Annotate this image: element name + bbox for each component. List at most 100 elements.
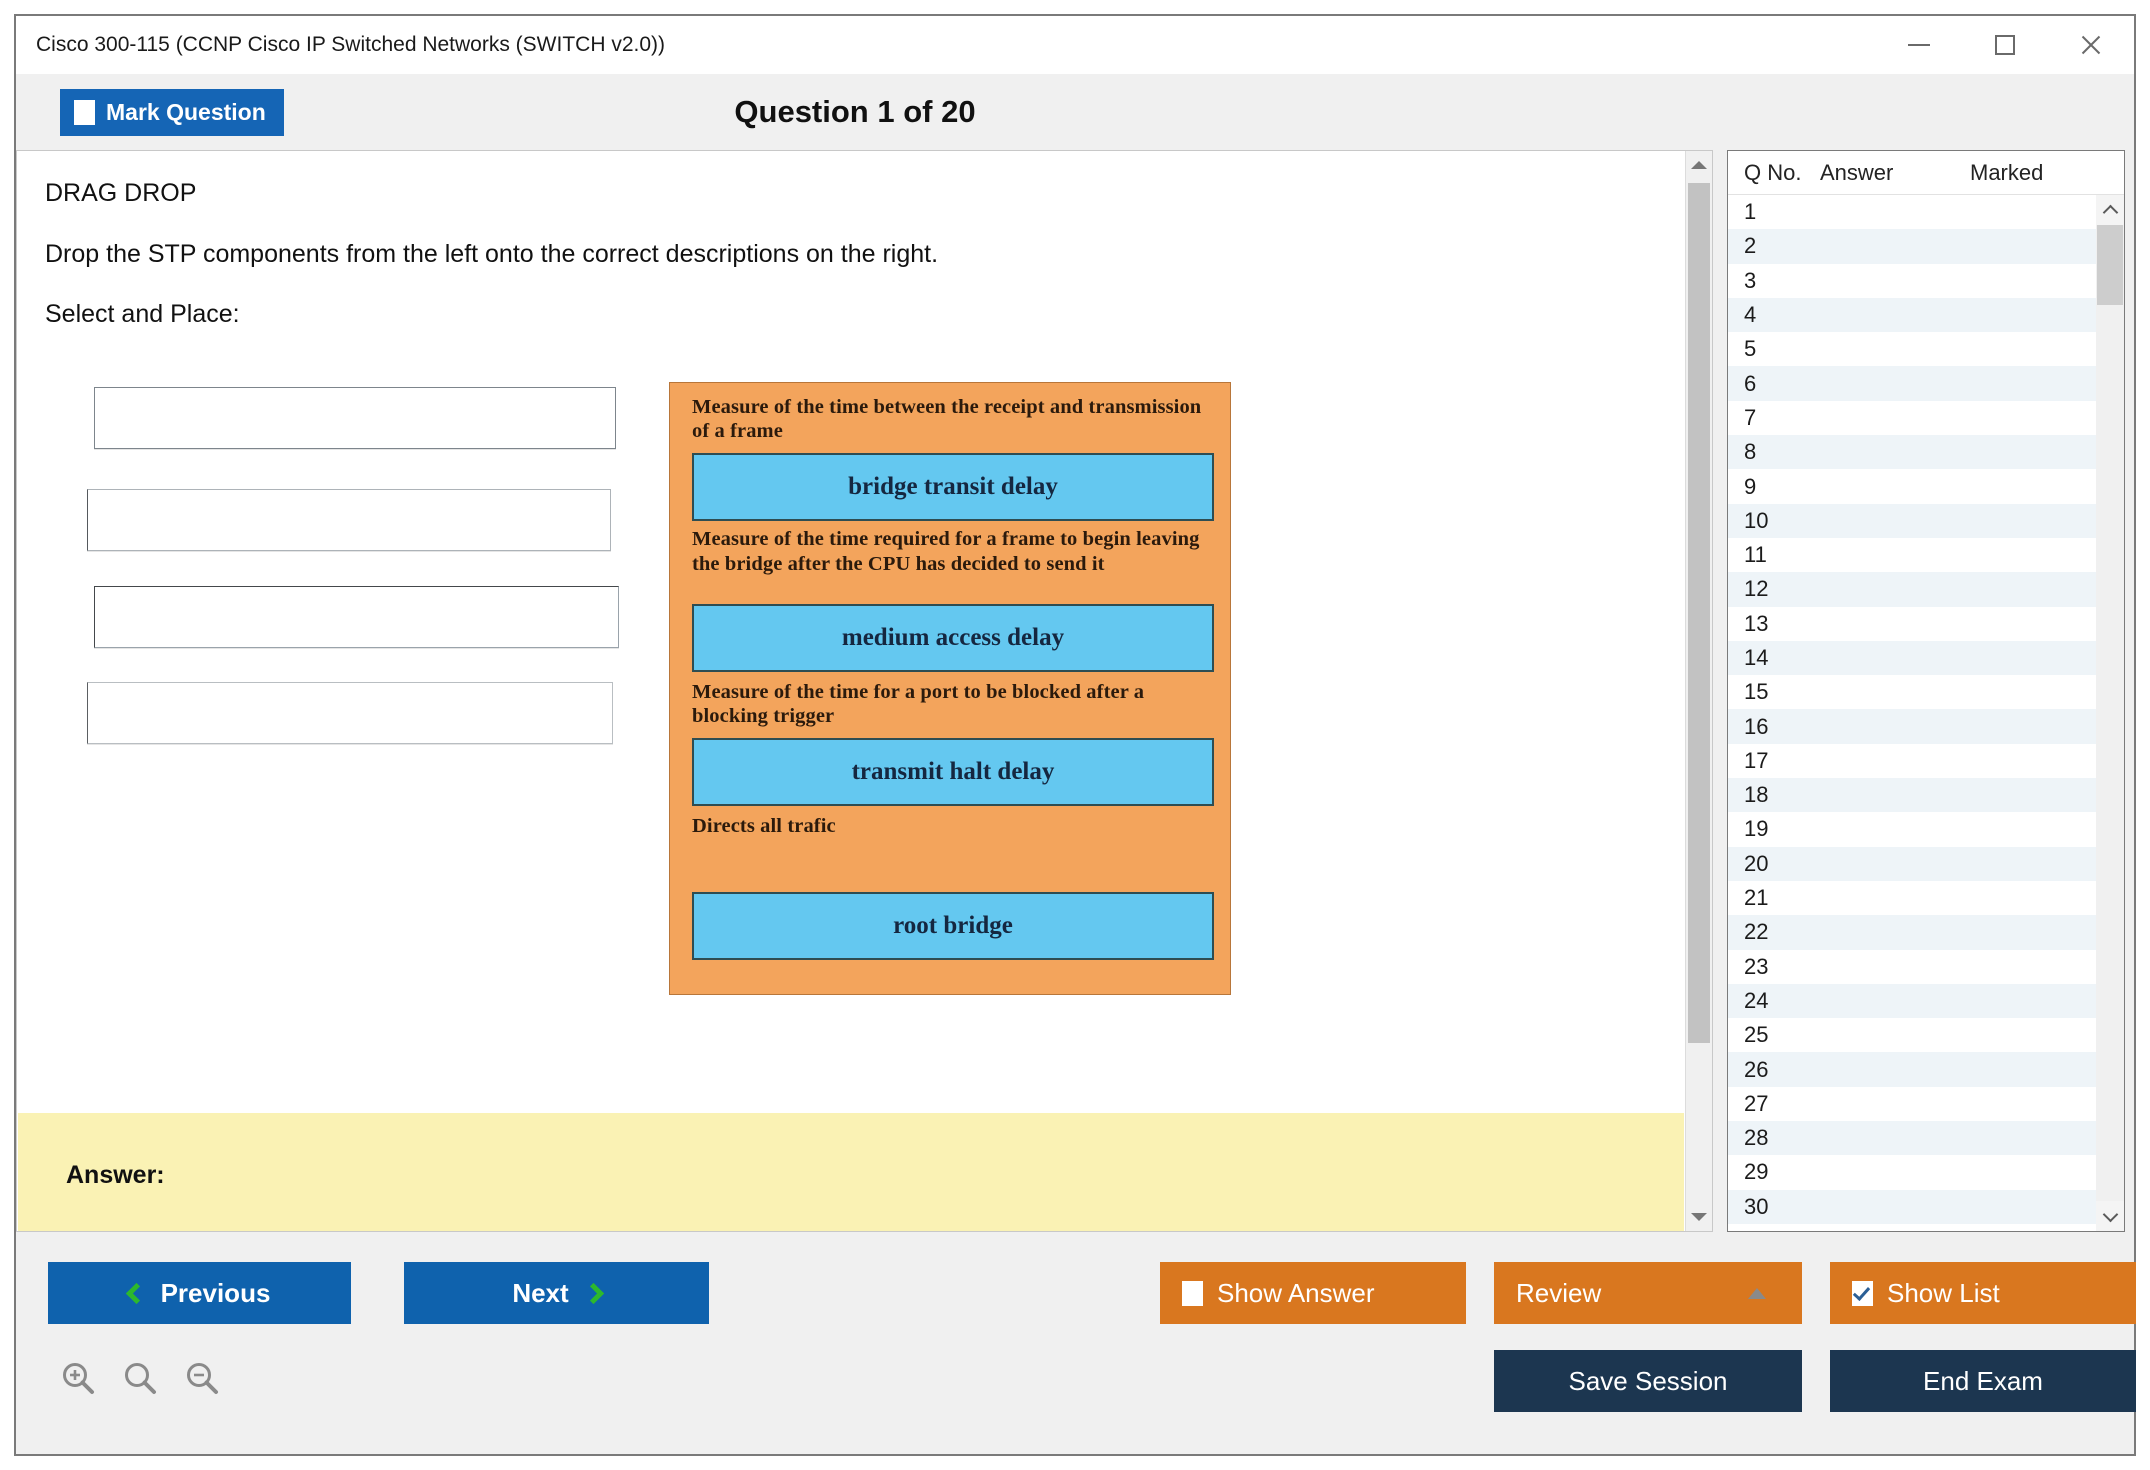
review-label: Review <box>1516 1278 1601 1309</box>
window-title: Cisco 300-115 (CCNP Cisco IP Switched Ne… <box>16 33 665 57</box>
question-list-row[interactable]: 20 <box>1728 847 2096 881</box>
question-number-cell: 13 <box>1728 611 1820 637</box>
question-number-cell: 5 <box>1728 336 1820 362</box>
end-exam-button[interactable]: End Exam <box>1830 1350 2136 1412</box>
question-list-row[interactable]: 8 <box>1728 435 2096 469</box>
question-list-row[interactable]: 2 <box>1728 229 2096 263</box>
question-list-row[interactable]: 10 <box>1728 504 2096 538</box>
draggable-item[interactable]: medium access delay <box>692 604 1214 672</box>
question-list-row[interactable]: 17 <box>1728 744 2096 778</box>
question-list-row[interactable]: 28 <box>1728 1121 2096 1155</box>
question-list-row[interactable]: 5 <box>1728 332 2096 366</box>
content-scrollbar[interactable] <box>1685 151 1712 1231</box>
question-number-cell: 28 <box>1728 1125 1820 1151</box>
scroll-down-button[interactable] <box>1686 1203 1712 1231</box>
draggable-item[interactable]: root bridge <box>692 892 1214 960</box>
question-list-scrollbar[interactable] <box>2096 195 2124 1231</box>
drop-slot[interactable] <box>87 682 613 744</box>
question-header-bar: Mark Question Question 1 of 20 <box>16 74 2134 150</box>
question-list-row[interactable]: 4 <box>1728 298 2096 332</box>
question-type-label: DRAG DROP <box>45 151 1685 206</box>
description-text: Measure of the time between the receipt … <box>692 395 1214 443</box>
question-list-row[interactable]: 19 <box>1728 812 2096 846</box>
question-list-body: 1234567891011121314151617181920212223242… <box>1728 195 2124 1231</box>
mark-question-button[interactable]: Mark Question <box>60 89 284 136</box>
question-list-row[interactable]: 30 <box>1728 1190 2096 1224</box>
zoom-reset-icon[interactable] <box>122 1360 158 1396</box>
chevron-right-icon <box>583 1282 604 1303</box>
content-scrollbar-track[interactable] <box>1686 179 1712 1203</box>
content-scrollbar-thumb[interactable] <box>1688 183 1710 1043</box>
zoom-in-icon[interactable] <box>60 1360 96 1396</box>
minimize-button[interactable] <box>1876 16 1962 73</box>
list-scrollbar-track[interactable] <box>2096 225 2124 1201</box>
question-list-row[interactable]: 24 <box>1728 984 2096 1018</box>
question-list-row[interactable]: 18 <box>1728 778 2096 812</box>
question-list-row[interactable]: 27 <box>1728 1087 2096 1121</box>
show-answer-label: Show Answer <box>1217 1278 1375 1309</box>
question-number-cell: 2 <box>1728 233 1820 259</box>
body-region: DRAG DROP Drop the STP components from t… <box>16 150 2134 1232</box>
question-number-cell: 17 <box>1728 748 1820 774</box>
save-session-button[interactable]: Save Session <box>1494 1350 1802 1412</box>
question-list-row[interactable]: 7 <box>1728 401 2096 435</box>
question-number-cell: 9 <box>1728 474 1820 500</box>
show-list-button[interactable]: Show List <box>1830 1262 2136 1324</box>
next-button[interactable]: Next <box>404 1262 709 1324</box>
question-number-cell: 27 <box>1728 1091 1820 1117</box>
question-number-cell: 24 <box>1728 988 1820 1014</box>
question-list-row[interactable]: 3 <box>1728 264 2096 298</box>
question-list-row[interactable]: 29 <box>1728 1155 2096 1189</box>
previous-button[interactable]: Previous <box>48 1262 351 1324</box>
question-list-row[interactable]: 11 <box>1728 538 2096 572</box>
draggable-item[interactable]: bridge transit delay <box>692 453 1214 521</box>
question-list-row[interactable]: 21 <box>1728 881 2096 915</box>
maximize-button[interactable] <box>1962 16 2048 73</box>
description-text: Measure of the time required for a frame… <box>692 527 1214 575</box>
question-number-cell: 16 <box>1728 714 1820 740</box>
question-list-row[interactable]: 22 <box>1728 915 2096 949</box>
question-list-row[interactable]: 1 <box>1728 195 2096 229</box>
description-text: Directs all trafic <box>692 814 1214 838</box>
question-number-cell: 4 <box>1728 302 1820 328</box>
answer-label: Answer: <box>66 1161 165 1189</box>
save-session-label: Save Session <box>1569 1366 1728 1397</box>
list-scroll-up-button[interactable] <box>2096 195 2124 225</box>
question-number-cell: 19 <box>1728 816 1820 842</box>
question-list-row[interactable]: 9 <box>1728 469 2096 503</box>
question-list-row[interactable]: 15 <box>1728 675 2096 709</box>
zoom-out-icon[interactable] <box>184 1360 220 1396</box>
question-list-row[interactable]: 6 <box>1728 366 2096 400</box>
drop-slot[interactable] <box>94 387 616 449</box>
show-answer-checkbox-icon <box>1182 1281 1203 1306</box>
triangle-down-icon <box>1691 1213 1707 1221</box>
question-list-row[interactable]: 13 <box>1728 607 2096 641</box>
question-list-row[interactable]: 26 <box>1728 1052 2096 1086</box>
description-text: Measure of the time for a port to be blo… <box>692 680 1214 728</box>
window-controls <box>1876 16 2134 73</box>
list-scroll-down-button[interactable] <box>2096 1201 2124 1231</box>
question-number-cell: 21 <box>1728 885 1820 911</box>
question-list-row[interactable]: 12 <box>1728 572 2096 606</box>
close-button[interactable] <box>2048 16 2134 73</box>
question-list-row[interactable]: 16 <box>1728 709 2096 743</box>
show-answer-button[interactable]: Show Answer <box>1160 1262 1466 1324</box>
question-number-cell: 18 <box>1728 782 1820 808</box>
review-dropdown-button[interactable]: Review <box>1494 1262 1802 1324</box>
question-number-cell: 14 <box>1728 645 1820 671</box>
question-text: DRAG DROP Drop the STP components from t… <box>17 151 1685 327</box>
question-number-cell: 8 <box>1728 439 1820 465</box>
draggable-item[interactable]: transmit halt delay <box>692 738 1214 806</box>
list-scrollbar-thumb[interactable] <box>2097 225 2123 305</box>
drop-slot[interactable] <box>87 489 611 551</box>
question-list-row[interactable]: 14 <box>1728 641 2096 675</box>
question-list-panel: Q No. Answer Marked 12345678910111213141… <box>1727 150 2125 1232</box>
minimize-icon <box>1908 44 1930 46</box>
zoom-controls <box>60 1360 220 1396</box>
answer-section: Answer: <box>18 1113 1684 1231</box>
question-list-row[interactable]: 25 <box>1728 1018 2096 1052</box>
drop-slot[interactable] <box>94 586 619 648</box>
question-list-row[interactable]: 23 <box>1728 950 2096 984</box>
question-number-cell: 7 <box>1728 405 1820 431</box>
scroll-up-button[interactable] <box>1686 151 1712 179</box>
